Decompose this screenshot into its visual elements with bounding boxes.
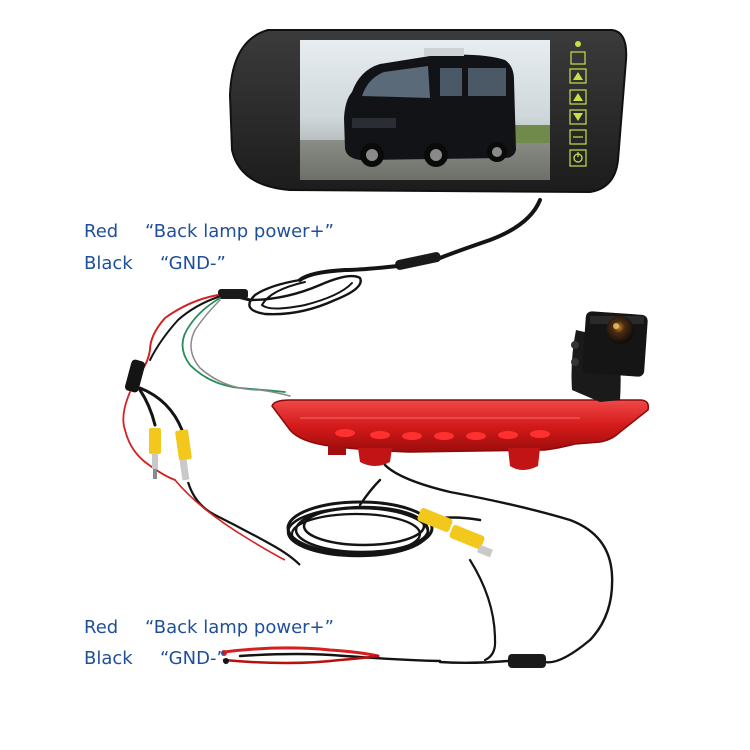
top-black-label: Black bbox=[84, 253, 133, 274]
bottom-red-label: Red bbox=[84, 617, 118, 638]
down-arrow-icon bbox=[573, 113, 583, 121]
rca-plugs-monitor bbox=[149, 428, 301, 566]
monitor-cable bbox=[218, 198, 542, 316]
monitor-buttons bbox=[569, 41, 587, 167]
up-arrow-icon bbox=[573, 93, 583, 101]
bottom-black-description: “GND-” bbox=[160, 648, 226, 669]
extension-cable-coil bbox=[286, 478, 497, 662]
lamp-mount-right bbox=[508, 448, 540, 470]
camera-cable bbox=[383, 463, 614, 668]
power-led-icon bbox=[575, 41, 581, 47]
bottom-red-description: “Back lamp power+” bbox=[145, 617, 334, 638]
monitor-wires bbox=[122, 294, 291, 481]
brake-lamp bbox=[271, 399, 650, 470]
top-red-description: “Back lamp power+” bbox=[145, 221, 334, 242]
camera-lens bbox=[606, 316, 634, 344]
mirror-monitor bbox=[228, 29, 628, 194]
rear-camera bbox=[571, 311, 648, 402]
top-black-description: “GND-” bbox=[160, 253, 226, 274]
bottom-power-wires bbox=[221, 646, 442, 665]
menu-icon bbox=[570, 51, 586, 65]
top-red-label: Red bbox=[84, 221, 118, 242]
v1-v2-icon bbox=[569, 129, 587, 145]
lamp-mount-left bbox=[358, 448, 392, 466]
bottom-black-label: Black bbox=[84, 648, 133, 669]
lamp-body bbox=[271, 399, 650, 453]
van-image bbox=[344, 48, 516, 167]
lamp-leds bbox=[335, 429, 550, 440]
rca-plugs-camera bbox=[417, 508, 493, 558]
up-arrow-icon bbox=[573, 72, 583, 80]
